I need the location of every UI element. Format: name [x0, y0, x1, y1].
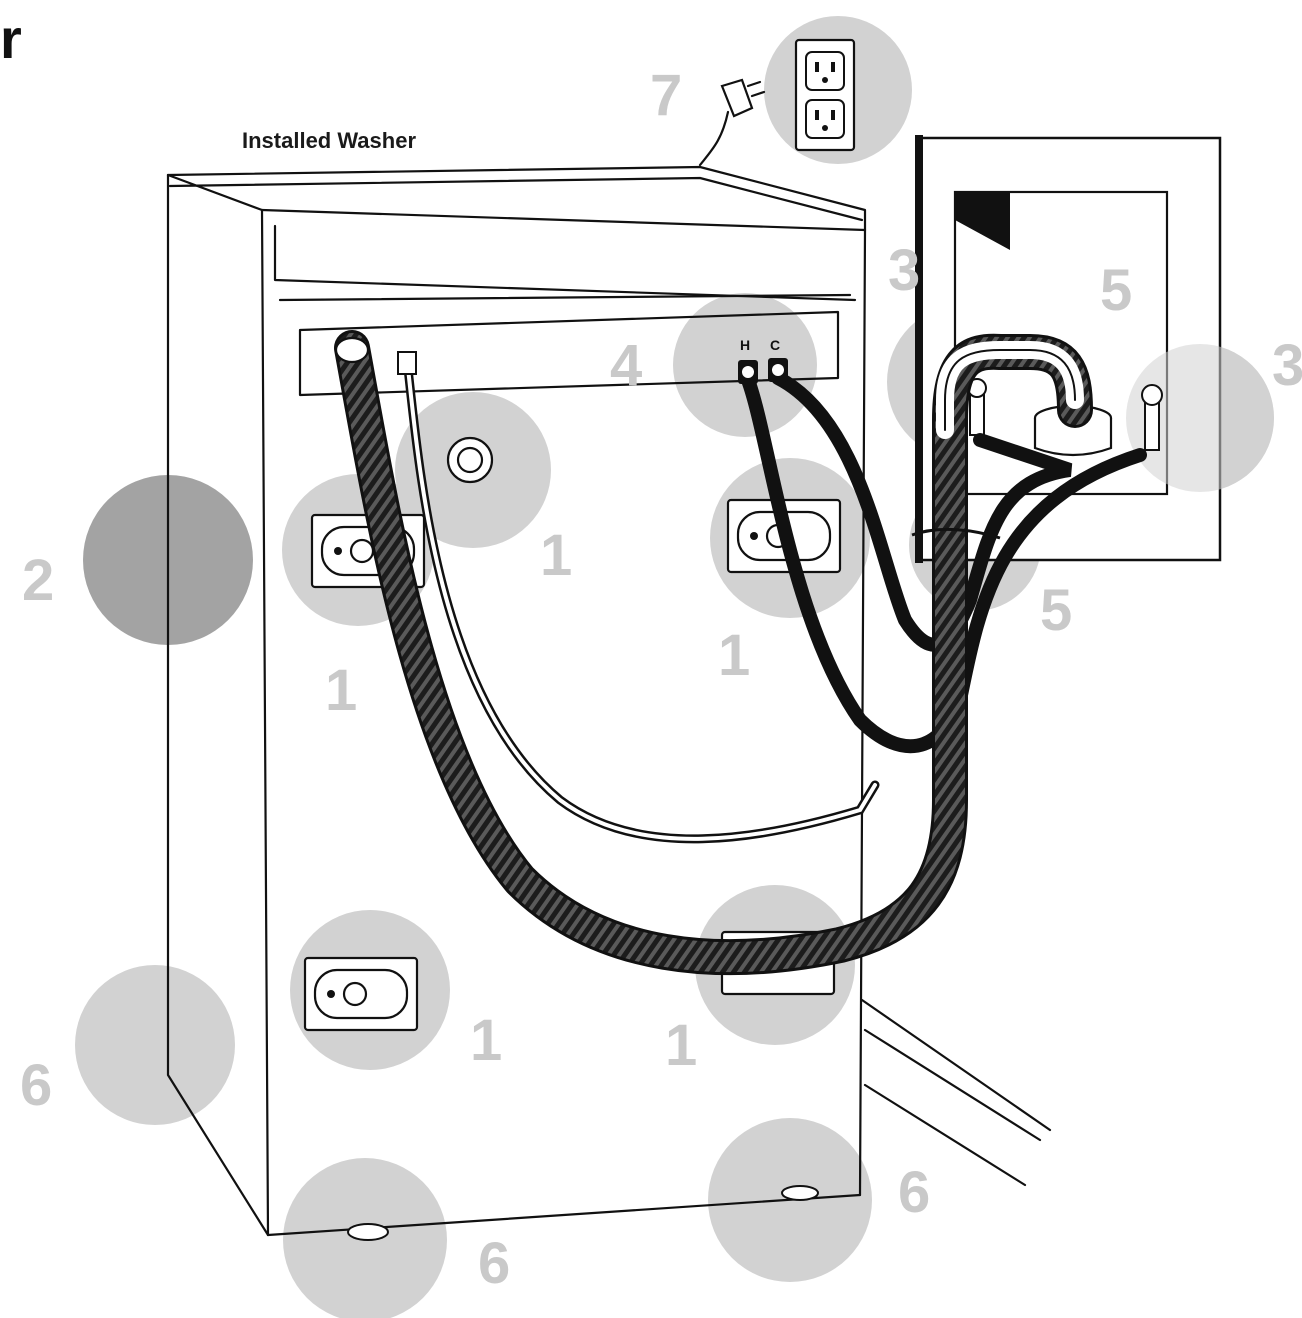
washer-cabinet [166, 165, 1052, 1237]
inlet-connectors [397, 351, 788, 384]
hot-inlet-label: H [740, 337, 750, 353]
callout-number-outlet: 7 [650, 63, 682, 128]
callout-number-faucet-right: 3 [1272, 333, 1302, 398]
callout-circle-leveling-left [75, 965, 235, 1125]
callout-numbers: 7 3 3 5 5 4 2 1 1 1 1 1 6 6 6 [20, 63, 1302, 1296]
floor-line-2 [863, 1083, 1027, 1187]
callout-number-bolt-lower-left: 1 [470, 1008, 502, 1073]
callout-number-leveling-right: 6 [898, 1160, 930, 1225]
washer-back-shelf [278, 293, 852, 302]
callout-number-clearance: 2 [22, 548, 54, 613]
washer-left-side [166, 173, 270, 1237]
leveling-leg-front [347, 1223, 389, 1241]
callout-number-leveling-left: 6 [20, 1053, 52, 1118]
inlet-hose-hot [741, 373, 1147, 754]
leveling-leg-right [781, 1185, 819, 1201]
wall-outlet [794, 38, 856, 152]
washer-back-inner [273, 224, 857, 302]
heading-fragment: r [0, 7, 22, 70]
callout-number-leveling-front: 6 [478, 1231, 510, 1296]
power-plug [698, 78, 766, 167]
power-cord [698, 110, 730, 167]
diagram-caption: Installed Washer [242, 128, 416, 153]
hoses [334, 330, 1147, 976]
callout-number-drain-lower: 5 [1040, 578, 1072, 643]
floor-line-1 [863, 1028, 1042, 1142]
callout-number-inlet: 4 [610, 333, 642, 398]
washer-top-edge [166, 165, 867, 232]
inlet-hose-cold [771, 371, 1073, 652]
callout-number-bolt-lower-right: 1 [665, 1013, 697, 1078]
washer-top-rim [168, 176, 864, 222]
leveling-legs [347, 1185, 819, 1241]
hose-strap [911, 527, 1001, 540]
faucets [967, 378, 1163, 451]
floor-line-3 [860, 998, 1052, 1132]
bolt-hole-lower-left [303, 956, 419, 1032]
callout-number-bolt-cap: 1 [540, 523, 572, 588]
connection-plate [298, 310, 840, 397]
washer-back-top [260, 208, 867, 232]
faucet-right [1141, 384, 1163, 451]
washer-left-edge [260, 208, 270, 1237]
callout-number-bolt-upper-left: 1 [325, 658, 357, 723]
bolt-cap-hole [446, 436, 494, 484]
callout-number-faucet-left: 3 [888, 238, 920, 303]
callout-number-drain-upper: 5 [1100, 258, 1132, 323]
callout-number-bolt-upper-right: 1 [718, 623, 750, 688]
cold-inlet-label: C [770, 337, 780, 353]
washer-top-front-edge [166, 173, 264, 212]
laundry-box-shadow [955, 192, 1010, 250]
